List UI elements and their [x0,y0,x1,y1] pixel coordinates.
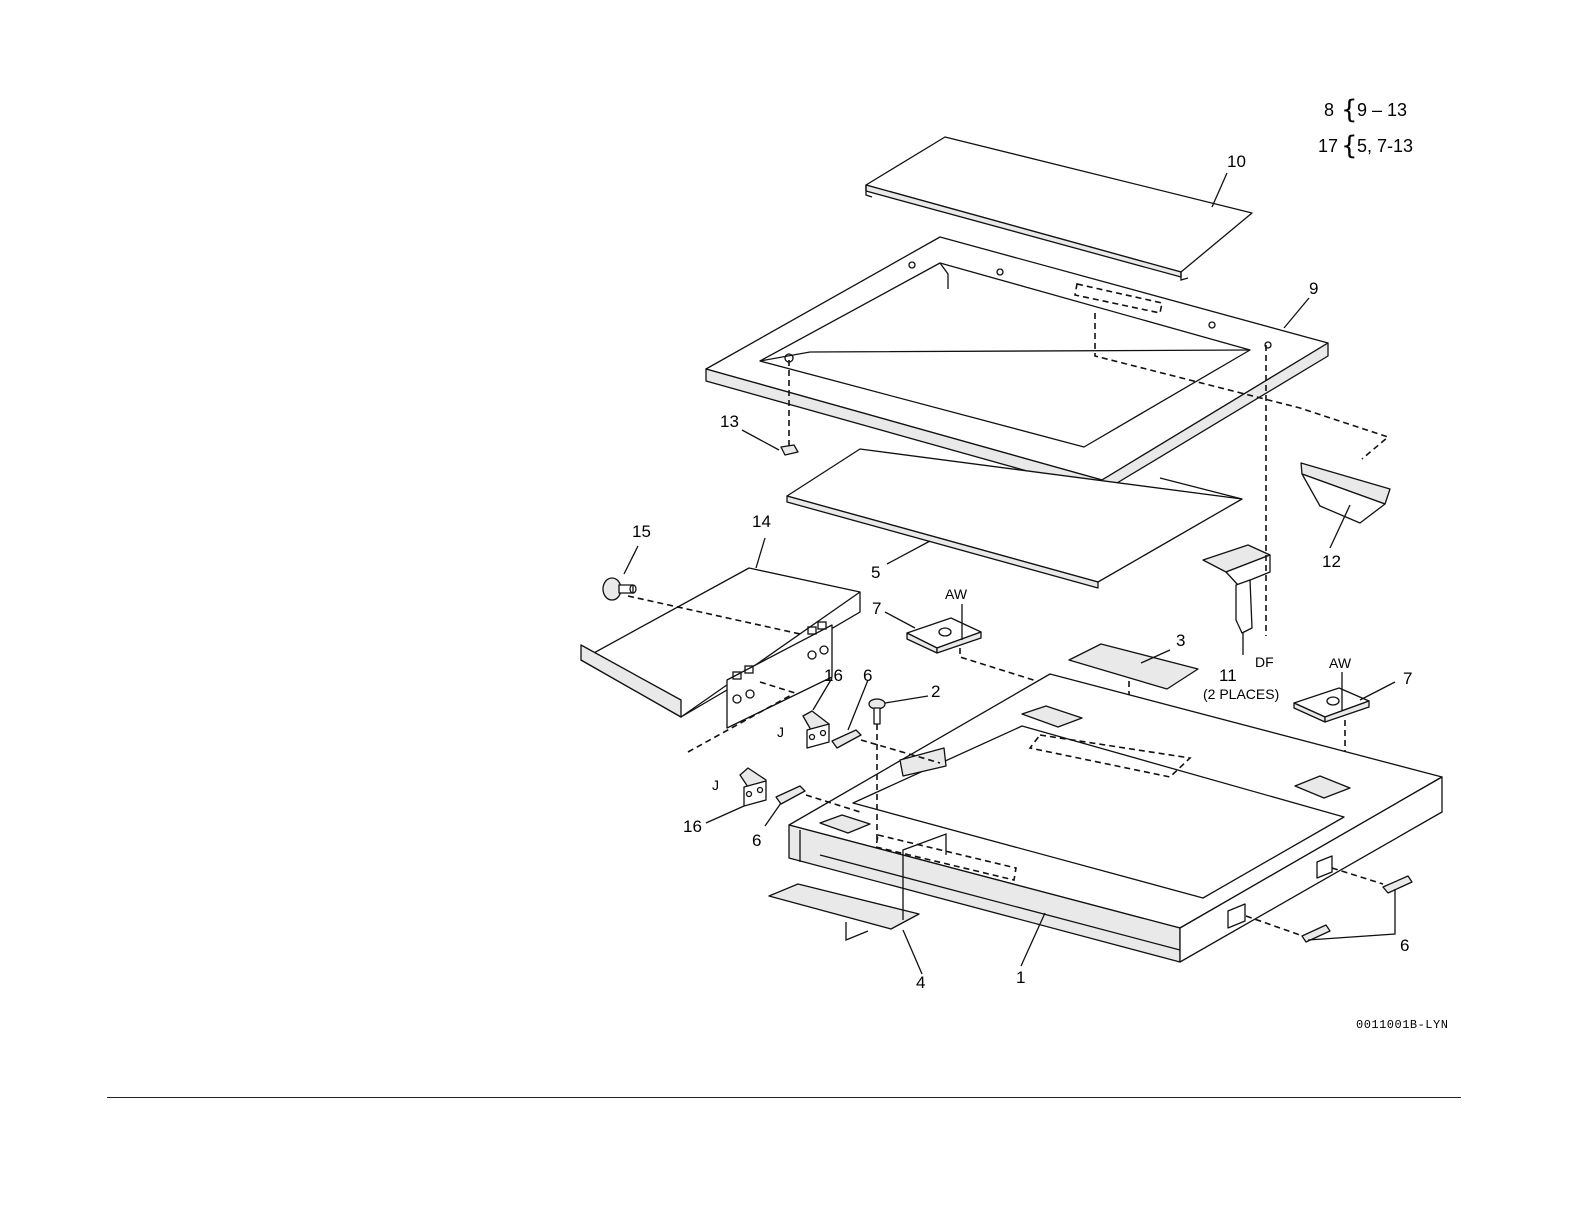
callout-7-left: 7 [872,599,881,618]
part-16-upper-bracket [803,711,829,748]
note-aw-right: AW [1329,655,1352,671]
callout-16-upper: 16 [824,666,843,685]
callout-12: 12 [1322,552,1341,571]
callout-6-lower: 6 [752,831,761,850]
kit-legend: 8 { 9 – 13 17 { 5, 7-13 [1318,95,1413,161]
callout-13: 13 [720,412,739,431]
kit-17-contents: 5, 7-13 [1357,136,1413,156]
callout-10: 10 [1227,152,1246,171]
note-two-places: (2 PLACES) [1203,686,1279,702]
callout-14: 14 [752,512,771,531]
callout-6-right: 6 [1400,936,1409,955]
callout-3: 3 [1176,631,1185,650]
callout-11: 11 [1219,666,1237,685]
kit-17-parent: 17 [1318,136,1338,156]
kit-8-contents: 9 – 13 [1357,100,1407,120]
note-aw-left: AW [945,586,968,602]
callout-4: 4 [916,973,925,992]
kit-8-parent: 8 [1324,100,1334,120]
callout-9: 9 [1309,279,1318,298]
note-j-lower: J [712,777,719,793]
note-j-upper: J [777,724,784,740]
callout-15: 15 [632,522,651,541]
note-df: DF [1255,654,1274,670]
callout-2: 2 [931,682,940,701]
part-5-glass [787,449,1242,588]
callout-6-upper: 6 [863,666,872,685]
callout-16-lower: 16 [683,817,702,836]
footer-divider [107,1097,1461,1098]
callout-7-right: 7 [1403,669,1412,688]
kit-8-brace: { [1341,95,1358,125]
callout-1: 1 [1016,968,1025,987]
callout-5: 5 [871,563,880,582]
kit-17-brace: { [1341,131,1358,161]
figure-reference: 0011001B-LYN [1356,1018,1448,1032]
part-9-frame [706,237,1328,492]
